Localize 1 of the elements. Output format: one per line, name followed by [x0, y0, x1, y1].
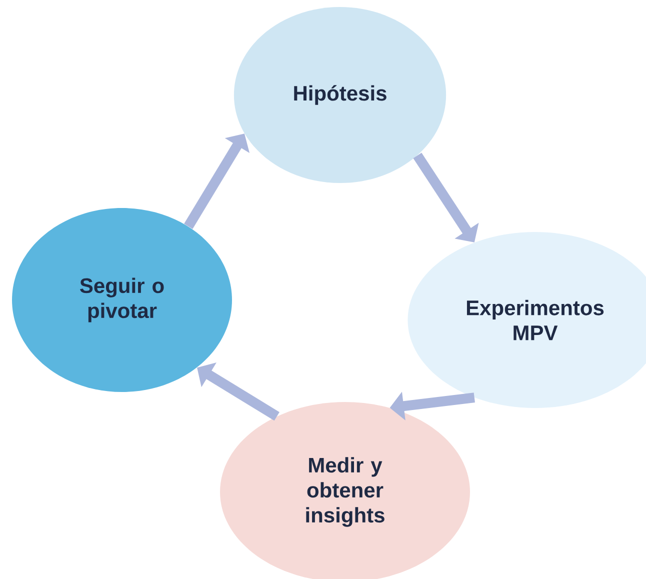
- block-arrow: [413, 152, 479, 242]
